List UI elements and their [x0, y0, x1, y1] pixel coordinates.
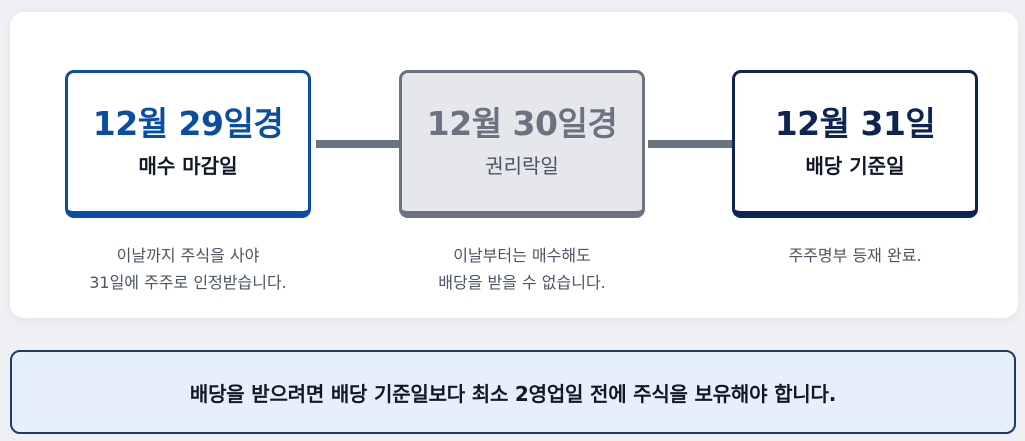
timeline-connector [648, 140, 734, 148]
summary-note-text: 배당을 받으려면 배당 기준일보다 최소 2영업일 전에 주식을 보유해야 합니… [189, 381, 837, 406]
step-label: 배당 기준일 [805, 154, 905, 179]
step-card-record-date: 12월 31일 배당 기준일 [732, 70, 978, 218]
step-date: 12월 30일경 [426, 103, 618, 143]
step-card-purchase-deadline: 12월 29일경 매수 마감일 [65, 70, 311, 218]
step-description: 주주명부 등재 완료. [788, 246, 922, 265]
summary-note: 배당을 받으려면 배당 기준일보다 최소 2영업일 전에 주식을 보유해야 합니… [10, 350, 1016, 434]
timeline-connector [316, 140, 400, 148]
timeline-panel: 12월 29일경 매수 마감일 12월 30일경 권리락일 12월 31일 배당… [10, 12, 1018, 318]
step-label: 권리락일 [485, 154, 559, 179]
step-description: 이날부터는 매수해도 배당을 받을 수 없습니다. [438, 246, 606, 292]
step-date: 12월 29일경 [92, 103, 284, 143]
step-label: 매수 마감일 [138, 154, 238, 179]
step-description: 이날까지 주식을 사야 31일에 주주로 인정받습니다. [89, 246, 287, 292]
step-date: 12월 31일 [774, 103, 936, 143]
step-card-ex-dividend: 12월 30일경 권리락일 [399, 70, 645, 218]
